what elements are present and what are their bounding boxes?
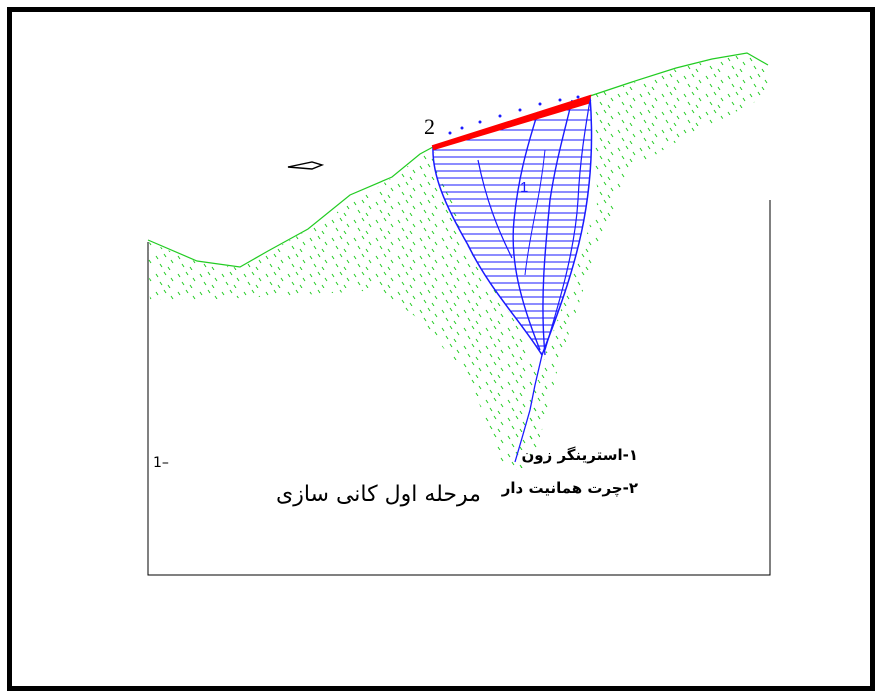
hematitic-chert [431,94,592,151]
label-section-marker: 1– [153,455,169,471]
topography-line [147,52,769,268]
label-hematitic-chert: 2 [424,114,435,139]
legend-item-hematitic-chert: ۲-چرت همانیت دار [501,479,638,497]
north-arrow-icon [287,161,325,170]
legend-item-stringer-zone: ۱-استرینگر زون [521,446,638,464]
label-stringer-zone: 1 [520,179,529,196]
figure-caption: مرحله اول کانی سازی [276,482,481,507]
host-rock-pattern [148,54,768,470]
section-boundary [147,200,771,576]
figure-frame [7,7,875,691]
